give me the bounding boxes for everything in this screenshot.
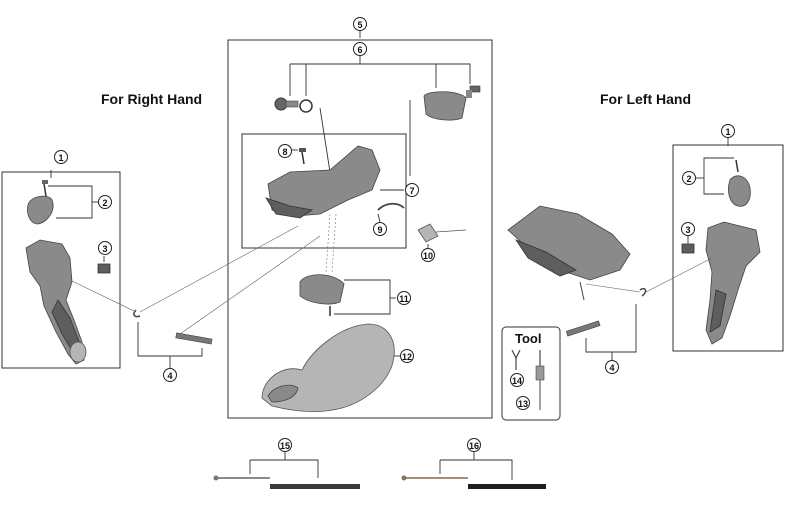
left-lever-body [705, 221, 761, 345]
lower-cover [299, 274, 345, 305]
callout-5: 5 [353, 17, 367, 31]
callout-1-left: 1 [721, 124, 735, 138]
callout-8: 8 [278, 144, 292, 158]
callout-6: 6 [353, 42, 367, 56]
right-hand-title: For Right Hand [101, 91, 203, 107]
callout-10: 10 [421, 248, 435, 262]
right-lever-cap [27, 195, 54, 225]
callout-2-left: 2 [682, 171, 696, 185]
callout-4-left: 4 [605, 360, 619, 374]
hood-cover [261, 323, 395, 413]
left-lever-cap [728, 175, 751, 207]
center-parts-frame [227, 39, 493, 419]
bracket-screw [299, 148, 306, 165]
tool-driver [535, 350, 545, 410]
callout-13: 13 [516, 396, 530, 410]
tool-title: Tool [515, 331, 542, 346]
right-lever-spring-block [97, 263, 111, 274]
tool-frame [501, 326, 561, 421]
callout-7: 7 [405, 183, 419, 197]
cable-15 [213, 475, 360, 489]
callout-11: 11 [397, 291, 411, 305]
callout-3-right: 3 [98, 241, 112, 255]
right-pin-set [133, 309, 213, 368]
clamp-bolt [466, 85, 481, 98]
callout-9: 9 [373, 222, 387, 236]
right-lever-screw [42, 180, 48, 197]
callout-14: 14 [510, 373, 524, 387]
callout-3-left: 3 [681, 222, 695, 236]
right-lever-body [25, 239, 87, 365]
left-lever-spring-block [681, 243, 695, 254]
callout-4-right: 4 [163, 368, 177, 382]
left-bracket-body [507, 205, 631, 301]
callout-16: 16 [467, 438, 481, 452]
tool-wrench [511, 349, 521, 370]
left-pin-set [565, 287, 647, 360]
bracket-body [265, 145, 381, 219]
callout-15: 15 [278, 438, 292, 452]
cable-16 [401, 475, 546, 489]
clamp-band [423, 91, 467, 121]
bracket-spring [377, 202, 405, 211]
cable-guide [417, 223, 467, 243]
left-lever-screw [735, 159, 739, 173]
right-hand-lever-frame [1, 171, 121, 369]
callout-2-right: 2 [98, 195, 112, 209]
bolt-left [274, 97, 299, 111]
washer [299, 99, 313, 113]
callout-1-right: 1 [54, 150, 68, 164]
left-hand-title: For Left Hand [600, 91, 691, 107]
callout-12: 12 [400, 349, 414, 363]
